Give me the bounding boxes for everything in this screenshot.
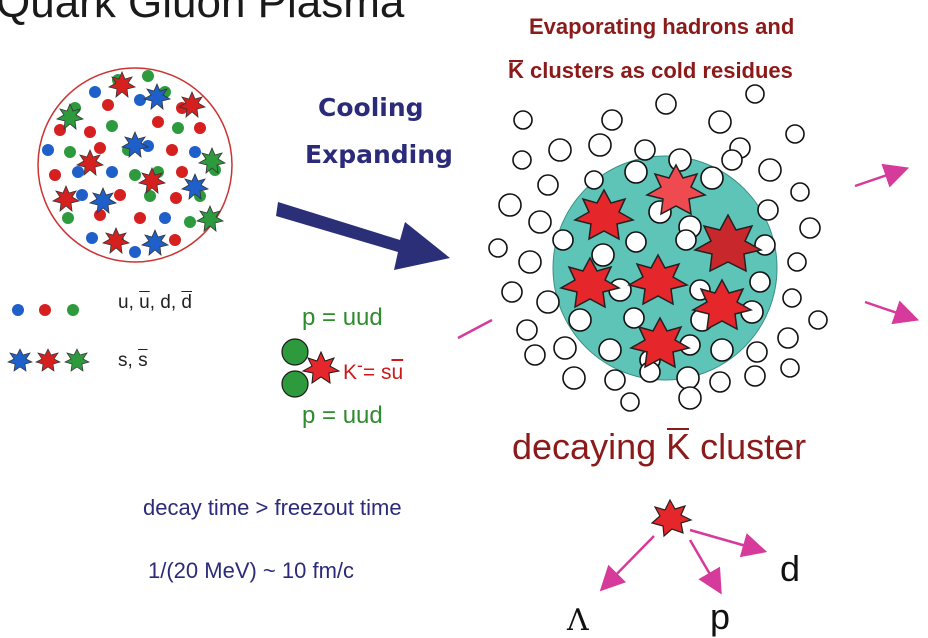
decaying-suffix: cluster	[690, 426, 807, 467]
arrow-out-top	[854, 163, 910, 188]
decay-arrow-lambda	[599, 535, 655, 592]
decaying-prefix: decaying	[512, 426, 667, 467]
kaon-bound-state-icon	[281, 338, 341, 398]
decay-arrow-d	[689, 528, 768, 558]
proton-top-label: p = uud	[302, 304, 383, 331]
legend-quarks-mid: , d,	[149, 292, 182, 313]
k-symbol: K	[343, 361, 358, 384]
energy-time-text: 1/(20 MeV) ~ 10 fm/c	[148, 558, 355, 583]
decaying-kbar-star	[650, 498, 693, 538]
proton-bottom-label: p = uud	[302, 402, 383, 429]
decaying-kbar: K	[666, 426, 691, 467]
header-line-1: Evaporating hadrons and	[529, 14, 795, 39]
k-eq: = s	[362, 361, 392, 384]
k-ubar: u	[391, 361, 404, 384]
legend-quark-dots	[12, 304, 79, 316]
decay-time-text: decay time > freezout time	[143, 495, 402, 520]
legend-strange-prefix: s,	[118, 350, 139, 371]
legend-dbar: d	[181, 292, 192, 313]
arrow-in-left	[457, 318, 493, 340]
product-deuteron: d	[780, 548, 801, 589]
legend-quarks: u, u, d, d	[118, 292, 192, 314]
arrow-out-right	[864, 300, 920, 325]
cooling-label: Cooling	[318, 93, 424, 122]
decay-arrow-p	[688, 539, 722, 595]
cluster-red-stars	[559, 163, 764, 369]
header-line-2: K clusters as cold residues	[508, 58, 793, 84]
header-line-2-text: clusters as cold residues	[523, 58, 793, 83]
qgp-sphere	[37, 67, 233, 263]
qgp-strange-stars	[51, 70, 227, 256]
product-lambda: Λ	[567, 603, 589, 638]
k-minus-label: K-= su	[343, 355, 403, 385]
legend-strange: s, s	[118, 350, 148, 372]
k-charge: -	[357, 355, 363, 375]
legend-strange-stars	[7, 348, 90, 372]
expanding-label: Expanding	[305, 140, 453, 169]
decaying-cluster-label: decaying K cluster	[512, 426, 806, 468]
legend-ubar: u	[139, 292, 150, 313]
product-proton: p	[710, 596, 731, 637]
page-title: Quark Gluon Plasma	[0, 0, 405, 27]
cooling-arrow	[276, 202, 450, 270]
legend-quarks-prefix: u,	[118, 292, 140, 313]
evaporating-hadrons	[488, 84, 828, 412]
legend-sbar: s	[138, 350, 148, 371]
kbar-symbol: K	[508, 58, 524, 83]
